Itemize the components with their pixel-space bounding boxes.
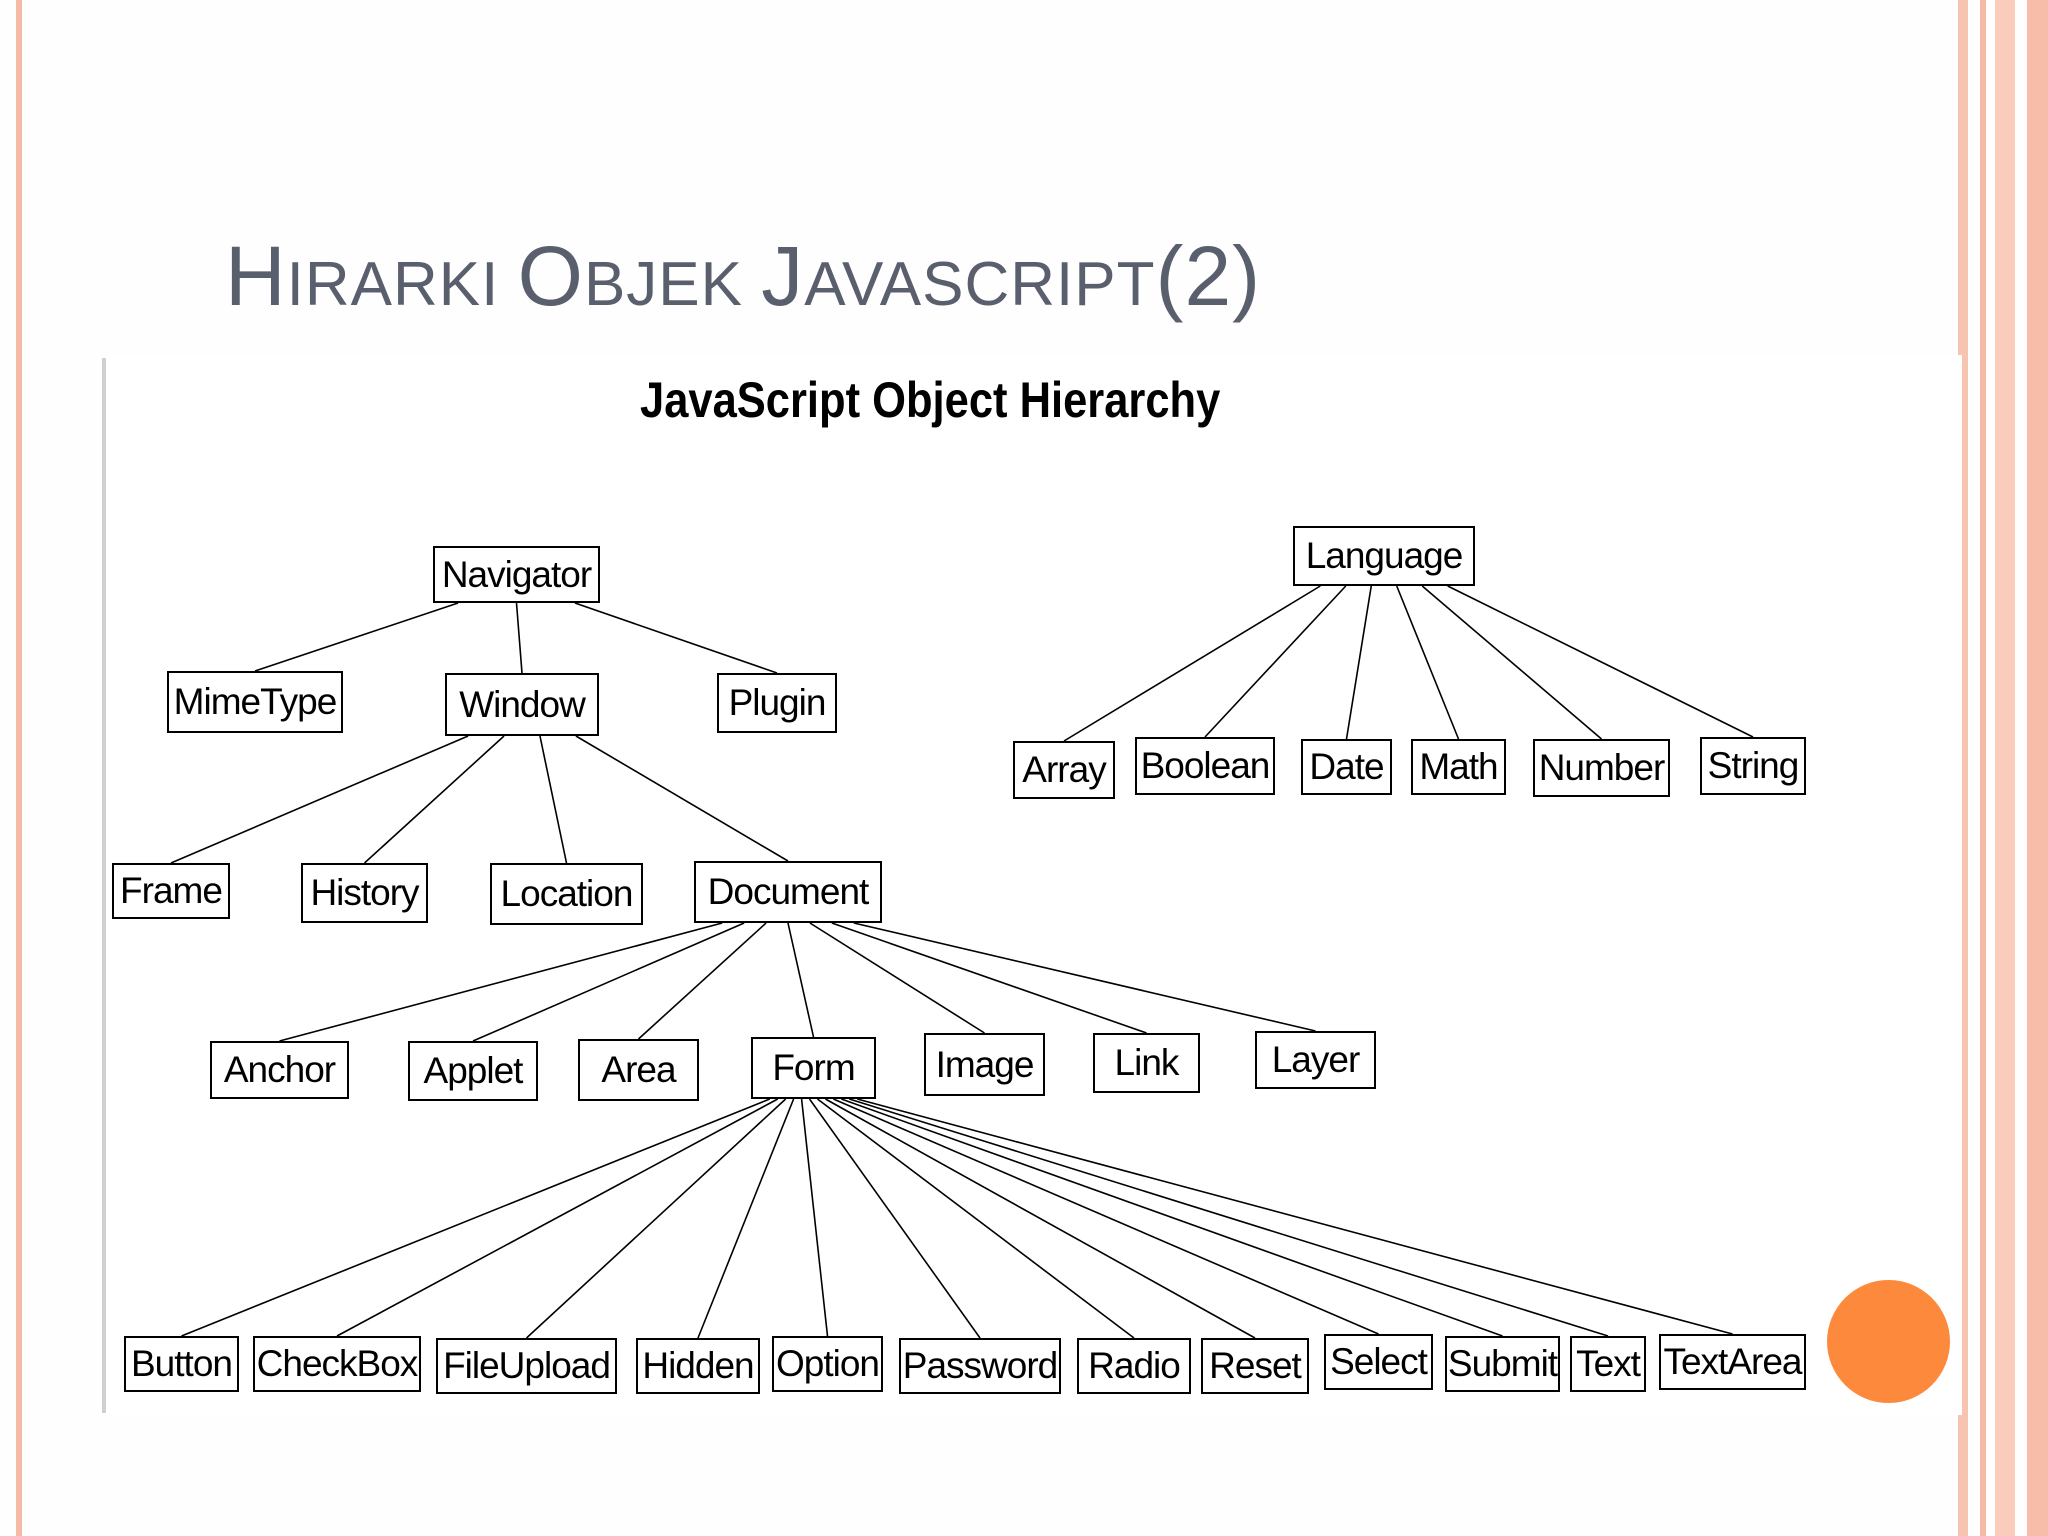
node-document: Document [694,861,882,923]
node-array: Array [1013,741,1115,799]
edge-document-image [809,922,985,1034]
node-frame: Frame [112,863,230,919]
edge-window-document [575,735,789,862]
node-mimetype: MimeType [167,671,343,733]
edge-window-history [363,735,505,864]
slide-title-part: H [225,229,287,323]
node-layer: Layer [1255,1031,1376,1089]
edge-form-password [808,1098,981,1339]
edge-form-submit [841,1098,1503,1337]
node-location: Location [490,863,643,925]
node-radio: Radio [1077,1338,1191,1394]
edge-form-radio [816,1098,1135,1339]
node-button: Button [124,1336,239,1392]
node-hidden: Hidden [636,1338,760,1394]
edge-language-math [1395,585,1460,740]
edge-form-text [849,1098,1609,1337]
node-submit: Submit [1445,1336,1560,1392]
left-border-rule [16,0,22,1536]
edge-navigator-window [515,602,523,674]
node-checkbox: CheckBox [253,1336,421,1392]
edge-document-layer [853,922,1316,1032]
node-navigator: Navigator [433,546,600,603]
right-border-rule-3 [1995,0,2015,1536]
edge-language-number [1421,585,1603,740]
edge-navigator-plugin [574,602,778,674]
slide-title-part: (2) [1155,229,1262,323]
edge-language-array [1063,585,1321,742]
figure-left-edge [102,358,106,1413]
node-plugin: Plugin [717,673,837,733]
slide-title-part: O [517,229,584,323]
node-anchor: Anchor [210,1041,349,1099]
right-border-rule-4 [2027,0,2048,1536]
edge-document-anchor [279,922,723,1042]
right-border-rule-1 [1958,0,1968,1536]
slide-title-part: J [761,229,805,323]
edge-form-hidden [697,1098,795,1339]
node-select: Select [1324,1334,1433,1390]
edge-form-checkbox [336,1098,779,1337]
node-password: Password [899,1338,1061,1394]
node-area: Area [578,1039,699,1101]
edge-form-button [181,1098,771,1337]
slide-title-part: AVASCRIPT [804,250,1156,319]
orange-circle-decoration [1827,1280,1950,1403]
edge-form-option [800,1098,829,1337]
edge-language-date [1345,585,1373,740]
node-date: Date [1301,739,1392,795]
slide-title-part: BJEK [583,250,762,319]
edge-form-select [833,1098,1379,1335]
edge-form-reset [825,1098,1256,1339]
node-reset: Reset [1201,1338,1309,1394]
edge-navigator-mimetype [254,602,459,672]
edge-document-applet [472,922,745,1042]
node-textarea: TextArea [1659,1334,1806,1390]
node-number: Number [1533,739,1670,797]
node-history: History [301,863,428,923]
edge-form-fileupload [525,1098,787,1339]
edge-language-string [1447,585,1754,738]
node-math: Math [1411,739,1506,795]
node-option: Option [772,1336,883,1392]
diagram-title: JavaScript Object Hierarchy [640,372,1221,428]
edge-window-location [539,735,568,864]
edge-language-boolean [1204,585,1347,738]
node-image: Image [924,1033,1045,1096]
edge-document-link [831,922,1147,1034]
node-applet: Applet [408,1041,538,1101]
node-text: Text [1570,1336,1646,1392]
node-language: Language [1293,526,1475,586]
edge-document-form [787,922,815,1038]
edge-form-textarea [857,1098,1733,1335]
edge-document-area [637,922,767,1040]
node-window: Window [445,673,599,736]
node-link: Link [1093,1033,1200,1093]
node-string: String [1700,737,1806,795]
right-border-rule-2 [1980,0,1986,1536]
slide-title-part: IRARKI [286,250,518,319]
edge-window-frame [170,735,469,864]
node-boolean: Boolean [1135,737,1275,795]
node-form: Form [751,1037,876,1099]
node-fileupload: FileUpload [436,1338,617,1394]
slide-title: HIRARKI OBJEK JAVASCRIPT(2) [225,228,1261,325]
